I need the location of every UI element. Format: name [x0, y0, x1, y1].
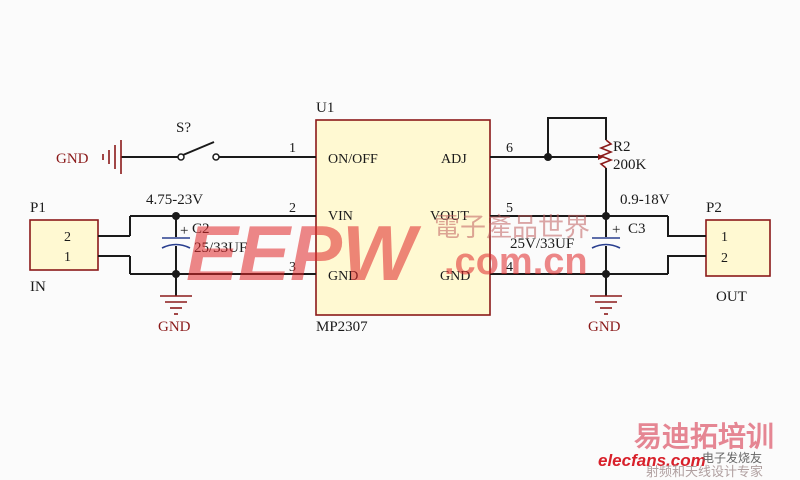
elecfans-cn: 电子发烧友	[702, 450, 762, 465]
eepw-brand: EEPW	[186, 209, 422, 297]
elecfans-watermark: elecfans.com 电子发烧友 易迪拓培训 射频和天线设计专家	[598, 420, 774, 479]
u1-pin1-num: 1	[289, 141, 296, 156]
u1-pin6-num: 6	[506, 141, 513, 156]
u1-pin1-name: ON/OFF	[328, 152, 378, 167]
p2-body	[705, 219, 771, 277]
r2-wiper-loop	[547, 117, 607, 157]
u1-body	[315, 119, 491, 316]
ground-right-symbol	[590, 295, 622, 315]
u1-designator: U1	[316, 100, 334, 116]
eepw-site: .com.cn	[444, 241, 588, 283]
u1-pin4-name: GND	[440, 269, 470, 284]
c2-designator: C2	[192, 221, 210, 237]
r2-value: 200K	[613, 157, 647, 173]
u1-pin5-num: 5	[506, 201, 513, 216]
switch-ground-symbol	[102, 140, 122, 174]
p2-wire-2	[667, 255, 706, 274]
switch-designator: S?	[176, 120, 191, 136]
elecfans-logo: elecfans.com	[598, 451, 706, 470]
ad-cn-2: 射频和天线设计专家	[646, 464, 763, 479]
ground-left-symbol	[160, 295, 192, 315]
p1-label: IN	[30, 279, 46, 295]
u1-pin3-name: GND	[328, 269, 358, 284]
u1-pin3-num: 3	[289, 260, 296, 275]
c2-capacitor-symbol	[161, 216, 191, 296]
u1-pin4-num: 4	[506, 260, 513, 275]
p2-designator: P2	[706, 200, 722, 216]
gnd-right-label: GND	[588, 319, 621, 335]
c3-value: 25V/33UF	[510, 236, 574, 252]
c2-plus: +	[180, 223, 188, 239]
u1-part: MP2307	[316, 319, 368, 335]
gnd-left-label: GND	[158, 319, 191, 335]
u1-pin2-name: VIN	[328, 209, 353, 224]
output-voltage: 0.9-18V	[620, 192, 670, 208]
p1-designator: P1	[30, 200, 46, 216]
p1-pin1: 1	[64, 250, 71, 265]
u1-pin5-name: VOUT	[430, 209, 469, 224]
ad-cn: 易迪拓培训	[634, 420, 774, 452]
p2-wire-1	[667, 216, 706, 237]
c2-value: 25/33UF	[194, 240, 247, 256]
c3-designator: C3	[628, 221, 646, 237]
p2-pin2: 2	[721, 251, 728, 266]
c3-plus: +	[612, 222, 620, 238]
eepw-cn: 電子產品世界	[434, 212, 590, 242]
input-voltage: 4.75-23V	[146, 192, 203, 208]
switch-gnd-label: GND	[56, 151, 89, 167]
p1-pin2: 2	[64, 230, 71, 245]
switch-symbol	[121, 141, 227, 161]
c3-capacitor-symbol	[591, 216, 621, 296]
u1-pin2-num: 2	[289, 201, 296, 216]
p2-label: OUT	[716, 289, 747, 305]
r2-resistor-symbol	[598, 139, 614, 169]
r2-designator: R2	[613, 139, 631, 155]
p2-pin1: 1	[721, 230, 728, 245]
u1-pin6-name: ADJ	[441, 152, 467, 167]
p1-body	[29, 219, 99, 271]
eepw-watermark: EEPW .com.cn 電子產品世界	[186, 209, 590, 297]
